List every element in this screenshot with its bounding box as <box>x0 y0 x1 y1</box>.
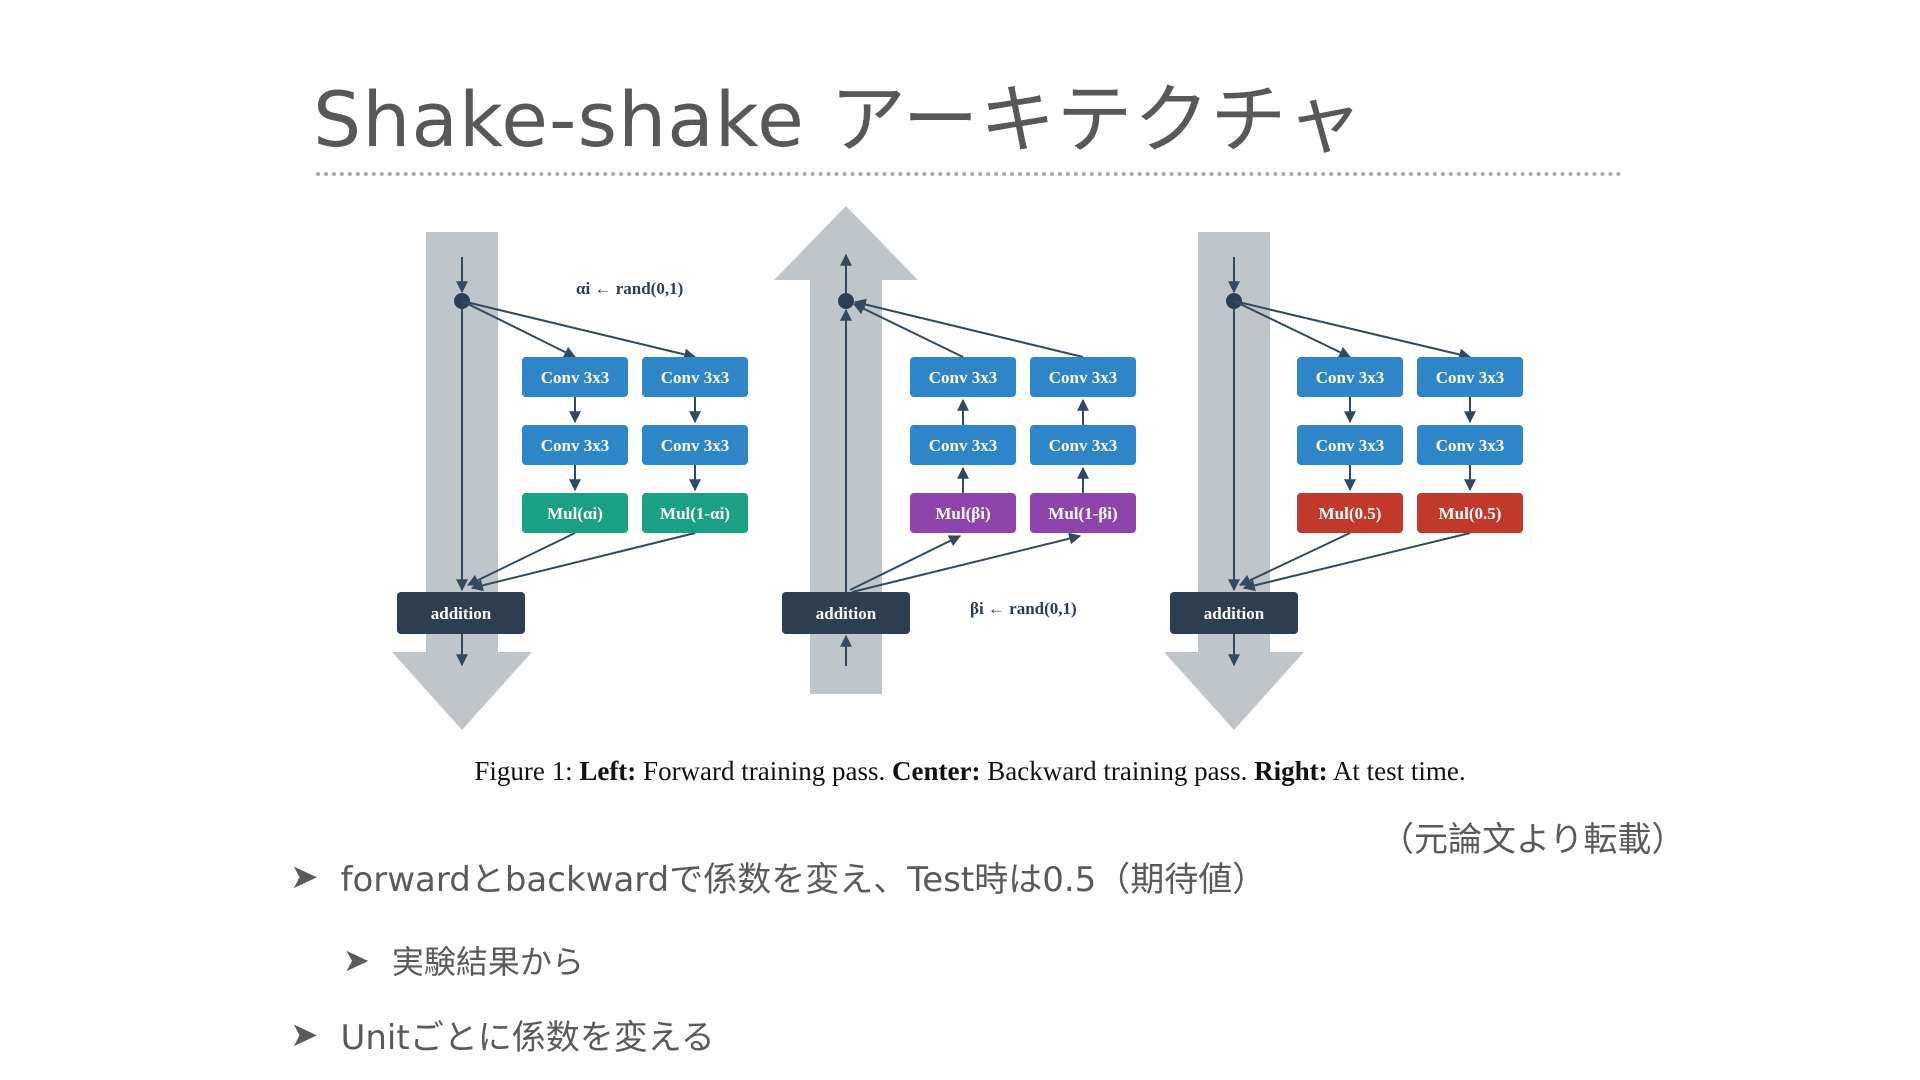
conv-box: Conv 3x3 <box>1030 425 1136 465</box>
svg-text:Conv 3x3: Conv 3x3 <box>1436 368 1504 387</box>
conv-box: Conv 3x3 <box>522 425 628 465</box>
shake-shake-figure: αi ← rand(0,1) Conv 3x3 Conv 3x3 Conv 3x… <box>392 206 1523 730</box>
conv-box: Conv 3x3 <box>1297 425 1403 465</box>
conv-box: Conv 3x3 <box>1030 357 1136 397</box>
mul-box: Mul(0.5) <box>1297 493 1403 533</box>
split-node <box>838 293 854 309</box>
svg-text:addition: addition <box>1204 604 1265 623</box>
svg-text:Mul(βi): Mul(βi) <box>935 504 990 523</box>
mul-box: Mul(0.5) <box>1417 493 1523 533</box>
bullet-text: 実験結果から <box>391 943 584 981</box>
svg-text:Conv 3x3: Conv 3x3 <box>1049 368 1117 387</box>
svg-text:Conv 3x3: Conv 3x3 <box>929 368 997 387</box>
svg-text:addition: addition <box>431 604 492 623</box>
conv-box: Conv 3x3 <box>642 425 748 465</box>
title-divider <box>316 172 1622 176</box>
addition-box: addition <box>1170 592 1298 634</box>
conv-box: Conv 3x3 <box>522 357 628 397</box>
mul-box: Mul(αi) <box>522 493 628 533</box>
conv-box: Conv 3x3 <box>1417 357 1523 397</box>
bullet-arrow-icon: ➤ <box>290 856 319 897</box>
conv-box: Conv 3x3 <box>642 357 748 397</box>
slide-title: Shake-shake アーキテクチャ <box>313 75 1364 164</box>
svg-text:Conv 3x3: Conv 3x3 <box>661 436 729 455</box>
svg-text:Conv 3x3: Conv 3x3 <box>1049 436 1117 455</box>
bullet-item: ➤ Unitごとに係数を変える <box>290 1010 715 1059</box>
mul-box: Mul(βi) <box>910 493 1016 533</box>
figure-caption: Figure 1: Left: Forward training pass. C… <box>474 756 1466 786</box>
bullet-item: ➤ forwardとbackwardで係数を変え、Test時は0.5（期待値） <box>290 852 1266 901</box>
panel-backward: βi ← rand(0,1) Conv 3x3 Conv 3x3 Conv 3x… <box>774 206 1136 694</box>
mul-box: Mul(1-αi) <box>642 493 748 533</box>
source-note: （元論文より転載） <box>1380 820 1686 860</box>
svg-text:Conv 3x3: Conv 3x3 <box>1316 436 1384 455</box>
conv-box: Conv 3x3 <box>910 425 1016 465</box>
bullet-arrow-icon: ➤ <box>343 941 370 979</box>
svg-text:Conv 3x3: Conv 3x3 <box>661 368 729 387</box>
conv-box: Conv 3x3 <box>910 357 1016 397</box>
bullet-arrow-icon: ➤ <box>290 1014 319 1055</box>
svg-text:addition: addition <box>816 604 877 623</box>
addition-box: addition <box>782 592 910 634</box>
svg-text:Conv 3x3: Conv 3x3 <box>1316 368 1384 387</box>
panel-forward: αi ← rand(0,1) Conv 3x3 Conv 3x3 Conv 3x… <box>392 232 748 730</box>
svg-text:Mul(αi): Mul(αi) <box>547 504 603 523</box>
sub-bullet-item: ➤ 実験結果から <box>343 937 584 983</box>
conv-box: Conv 3x3 <box>1297 357 1403 397</box>
svg-text:Conv 3x3: Conv 3x3 <box>1436 436 1504 455</box>
svg-text:Conv 3x3: Conv 3x3 <box>541 436 609 455</box>
svg-text:Conv 3x3: Conv 3x3 <box>541 368 609 387</box>
svg-text:Mul(1-αi): Mul(1-αi) <box>660 504 730 523</box>
beta-rand-label: βi ← rand(0,1) <box>970 599 1077 618</box>
alpha-rand-label: αi ← rand(0,1) <box>576 279 683 298</box>
svg-text:Conv 3x3: Conv 3x3 <box>929 436 997 455</box>
mul-box: Mul(1-βi) <box>1030 493 1136 533</box>
bullet-text: forwardとbackwardで係数を変え、Test時は0.5（期待値） <box>340 860 1267 900</box>
svg-text:Mul(0.5): Mul(0.5) <box>1319 504 1382 523</box>
conv-box: Conv 3x3 <box>1417 425 1523 465</box>
addition-box: addition <box>397 592 525 634</box>
panel-test: Conv 3x3 Conv 3x3 Conv 3x3 Conv 3x3 Mul(… <box>1164 232 1523 730</box>
svg-text:Mul(1-βi): Mul(1-βi) <box>1048 504 1117 523</box>
bullet-text: Unitごとに係数を変える <box>340 1018 715 1058</box>
svg-text:Mul(0.5): Mul(0.5) <box>1439 504 1502 523</box>
